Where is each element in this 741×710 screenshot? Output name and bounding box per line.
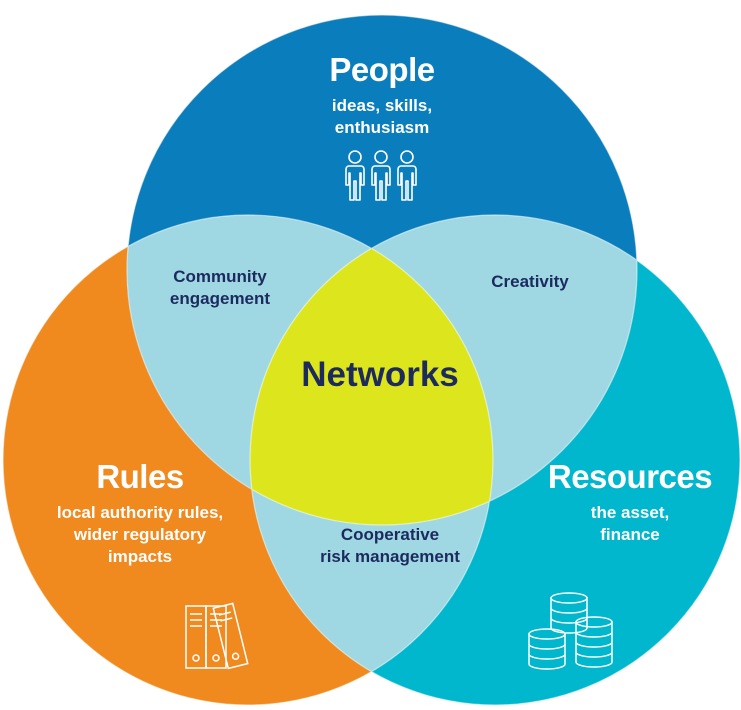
people-subtitle: ideas, skills, enthusiasm (282, 95, 482, 139)
binders-icon (185, 602, 249, 670)
resources-title: Resources (547, 458, 713, 495)
people-title: People (329, 51, 435, 88)
creativity-label: Creativity (491, 272, 569, 291)
community-engagement-label: Community engagement (140, 266, 300, 310)
cooperative-risk-management-line-1: Cooperative (340, 525, 440, 544)
networks-center-region (250, 215, 493, 525)
rules-subtitle: local authority rules, wider regulatory … (10, 502, 270, 568)
community-engagement-line-1: Community (173, 267, 267, 286)
coins-stack-icon (528, 592, 613, 670)
resources-subtitle-line-1: the asset, (590, 503, 670, 522)
rules-subtitle-line-1: local authority rules, (56, 503, 224, 522)
networks-label: Networks (301, 355, 459, 394)
community-engagement-line-2: engagement (169, 289, 271, 309)
resources-subtitle-line-2: finance (600, 525, 660, 545)
rules-subtitle-line-3: impacts (107, 547, 173, 567)
rules-title: Rules (96, 458, 184, 495)
people-icon (345, 150, 417, 201)
resources-subtitle: the asset, finance (540, 502, 720, 546)
rules-subtitle-line-2: wider regulatory (73, 525, 207, 545)
cooperative-risk-management-line-2: risk management (320, 547, 460, 567)
people-subtitle-line-2: enthusiasm (334, 118, 430, 138)
people-subtitle-line-1: ideas, skills, (331, 96, 433, 115)
cooperative-risk-management-label: Cooperative risk management (290, 524, 490, 568)
